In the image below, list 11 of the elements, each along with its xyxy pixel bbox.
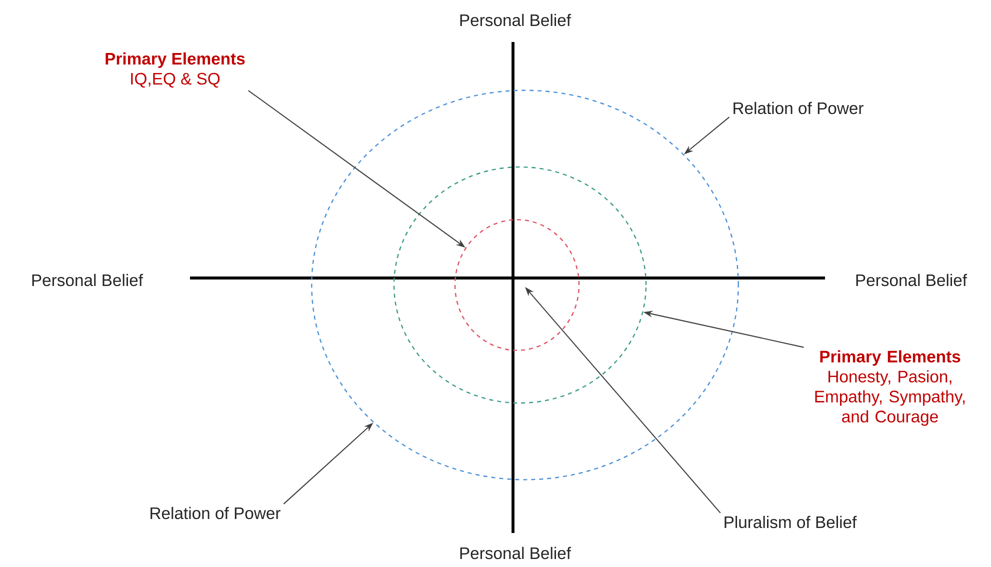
axis-label: Personal Belief bbox=[32, 274, 144, 286]
annotation-label: Pluralism of Belief bbox=[724, 516, 857, 528]
dashed-ring bbox=[393, 166, 647, 404]
annotation-text: Primary Elements IQ,EQ & SQ bbox=[106, 52, 245, 88]
annotation-label: Relation of Power bbox=[734, 102, 864, 114]
annotation-text: Primary Elements Honesty, Pasion, Empathy, Sympathy, and Courage bbox=[815, 350, 965, 426]
axis-label: Personal Belief bbox=[460, 14, 572, 26]
axis-label: Personal Belief bbox=[460, 546, 572, 560]
dashed-ring bbox=[454, 219, 580, 351]
axis-label: Personal Belief bbox=[856, 274, 968, 286]
annotation-label: Relation of Power bbox=[150, 506, 280, 520]
